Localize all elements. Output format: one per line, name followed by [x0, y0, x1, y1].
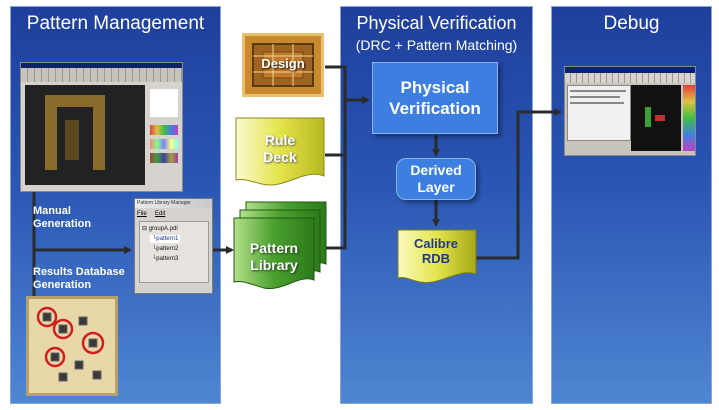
color-swatch-row-2 — [150, 139, 178, 149]
plm-menubar: File Edit — [137, 210, 210, 218]
debug-rdb-panel — [567, 85, 631, 141]
pattern-library-stack — [233, 201, 327, 290]
pattern-management-title: Pattern Management — [26, 13, 205, 34]
results-database-chip-image — [26, 296, 118, 396]
plm-tree-root-label: groupA.pdl — [148, 226, 178, 232]
plm-tree-item-3-label: pattern3 — [156, 256, 179, 262]
plm-title-text: Pattern Library Manager — [137, 200, 191, 206]
design-line — [325, 65, 370, 104]
physical-verification-title: Physical Verification — [356, 13, 517, 33]
plm-tree-item-2[interactable]: └pattern2 — [152, 246, 179, 252]
pattern-library-line — [325, 155, 347, 250]
design-chip-image: Design — [242, 33, 324, 97]
layer-palette — [148, 85, 180, 185]
manual-generation-label: Manual Generation — [33, 205, 92, 230]
layout-shape-a — [45, 95, 57, 170]
calibre-rdb-label: Calibre RDB — [413, 236, 459, 266]
chip-markers-svg — [36, 306, 105, 382]
color-swatch-row-3 — [150, 153, 178, 163]
rdb-to-debug-arrow — [476, 108, 562, 260]
plm-tree-item-1-label: pattern1 — [156, 236, 179, 242]
layout-canvas — [25, 85, 145, 185]
plm-tree-root[interactable]: ⊟ groupA.pdl — [142, 226, 178, 232]
design-chip-svg — [252, 43, 314, 87]
rule-deck-document — [235, 117, 325, 186]
layer-preview — [150, 89, 178, 117]
physical-verification-subtitle: (DRC + Pattern Matching) — [355, 37, 518, 53]
layout-editor-titlebar — [21, 63, 182, 68]
design-label: Design — [261, 56, 305, 71]
marker-circle-2 — [52, 318, 74, 340]
calibre-rdb-document — [397, 229, 477, 284]
results-db-generation-label: Results Database Generation — [33, 266, 125, 291]
debug-shape-2 — [655, 115, 665, 121]
debug-rdb-row-3 — [570, 102, 624, 104]
debug-rdb-row-1 — [570, 90, 626, 92]
layout-shape-b — [45, 95, 105, 107]
debug-toolbar — [565, 73, 695, 83]
pattern-library-manager-window: Pattern Library Manager File Edit ⊟ grou… — [134, 198, 213, 294]
derived-layer-box: Derived Layer — [396, 158, 476, 200]
marker-circle-3 — [81, 331, 105, 355]
rule-deck-label: Rule Deck — [263, 132, 297, 165]
physical-verification-box: Physical Verification — [372, 62, 498, 134]
marker-circle-4 — [44, 346, 66, 368]
pattern-library-label: Pattern Library — [249, 240, 299, 273]
plm-tree-item-3[interactable]: └pattern3 — [152, 256, 179, 262]
layout-editor-toolbar — [21, 68, 182, 82]
layout-editor-screenshot — [20, 62, 183, 192]
plm-titlebar: Pattern Library Manager — [135, 199, 212, 208]
plm-tree-item-2-label: pattern2 — [156, 246, 179, 252]
derived-layer-label: Derived Layer — [410, 162, 462, 195]
marker-circle-1 — [36, 306, 58, 328]
plm-menu-file[interactable]: File — [137, 211, 147, 217]
rule-deck-line — [325, 100, 347, 157]
debug-screenshot — [564, 66, 696, 156]
debug-titlebar — [565, 67, 695, 73]
physical-verification-box-label: Physical Verification — [389, 78, 481, 118]
debug-layout-canvas — [631, 85, 681, 151]
layout-shape-d — [65, 120, 79, 160]
plm-tree-item-1[interactable]: └pattern1 — [150, 235, 181, 243]
layout-shape-c — [93, 95, 105, 170]
color-swatch-row-1 — [150, 125, 178, 135]
plm-menu-edit[interactable]: Edit — [155, 211, 166, 217]
debug-rdb-row-2 — [570, 96, 620, 98]
debug-layer-palette — [683, 85, 695, 151]
debug-title: Debug — [603, 13, 660, 34]
debug-shape-1 — [645, 107, 651, 127]
plm-tree-panel: ⊟ groupA.pdl └pattern1 └pattern2 └patter… — [139, 221, 209, 283]
